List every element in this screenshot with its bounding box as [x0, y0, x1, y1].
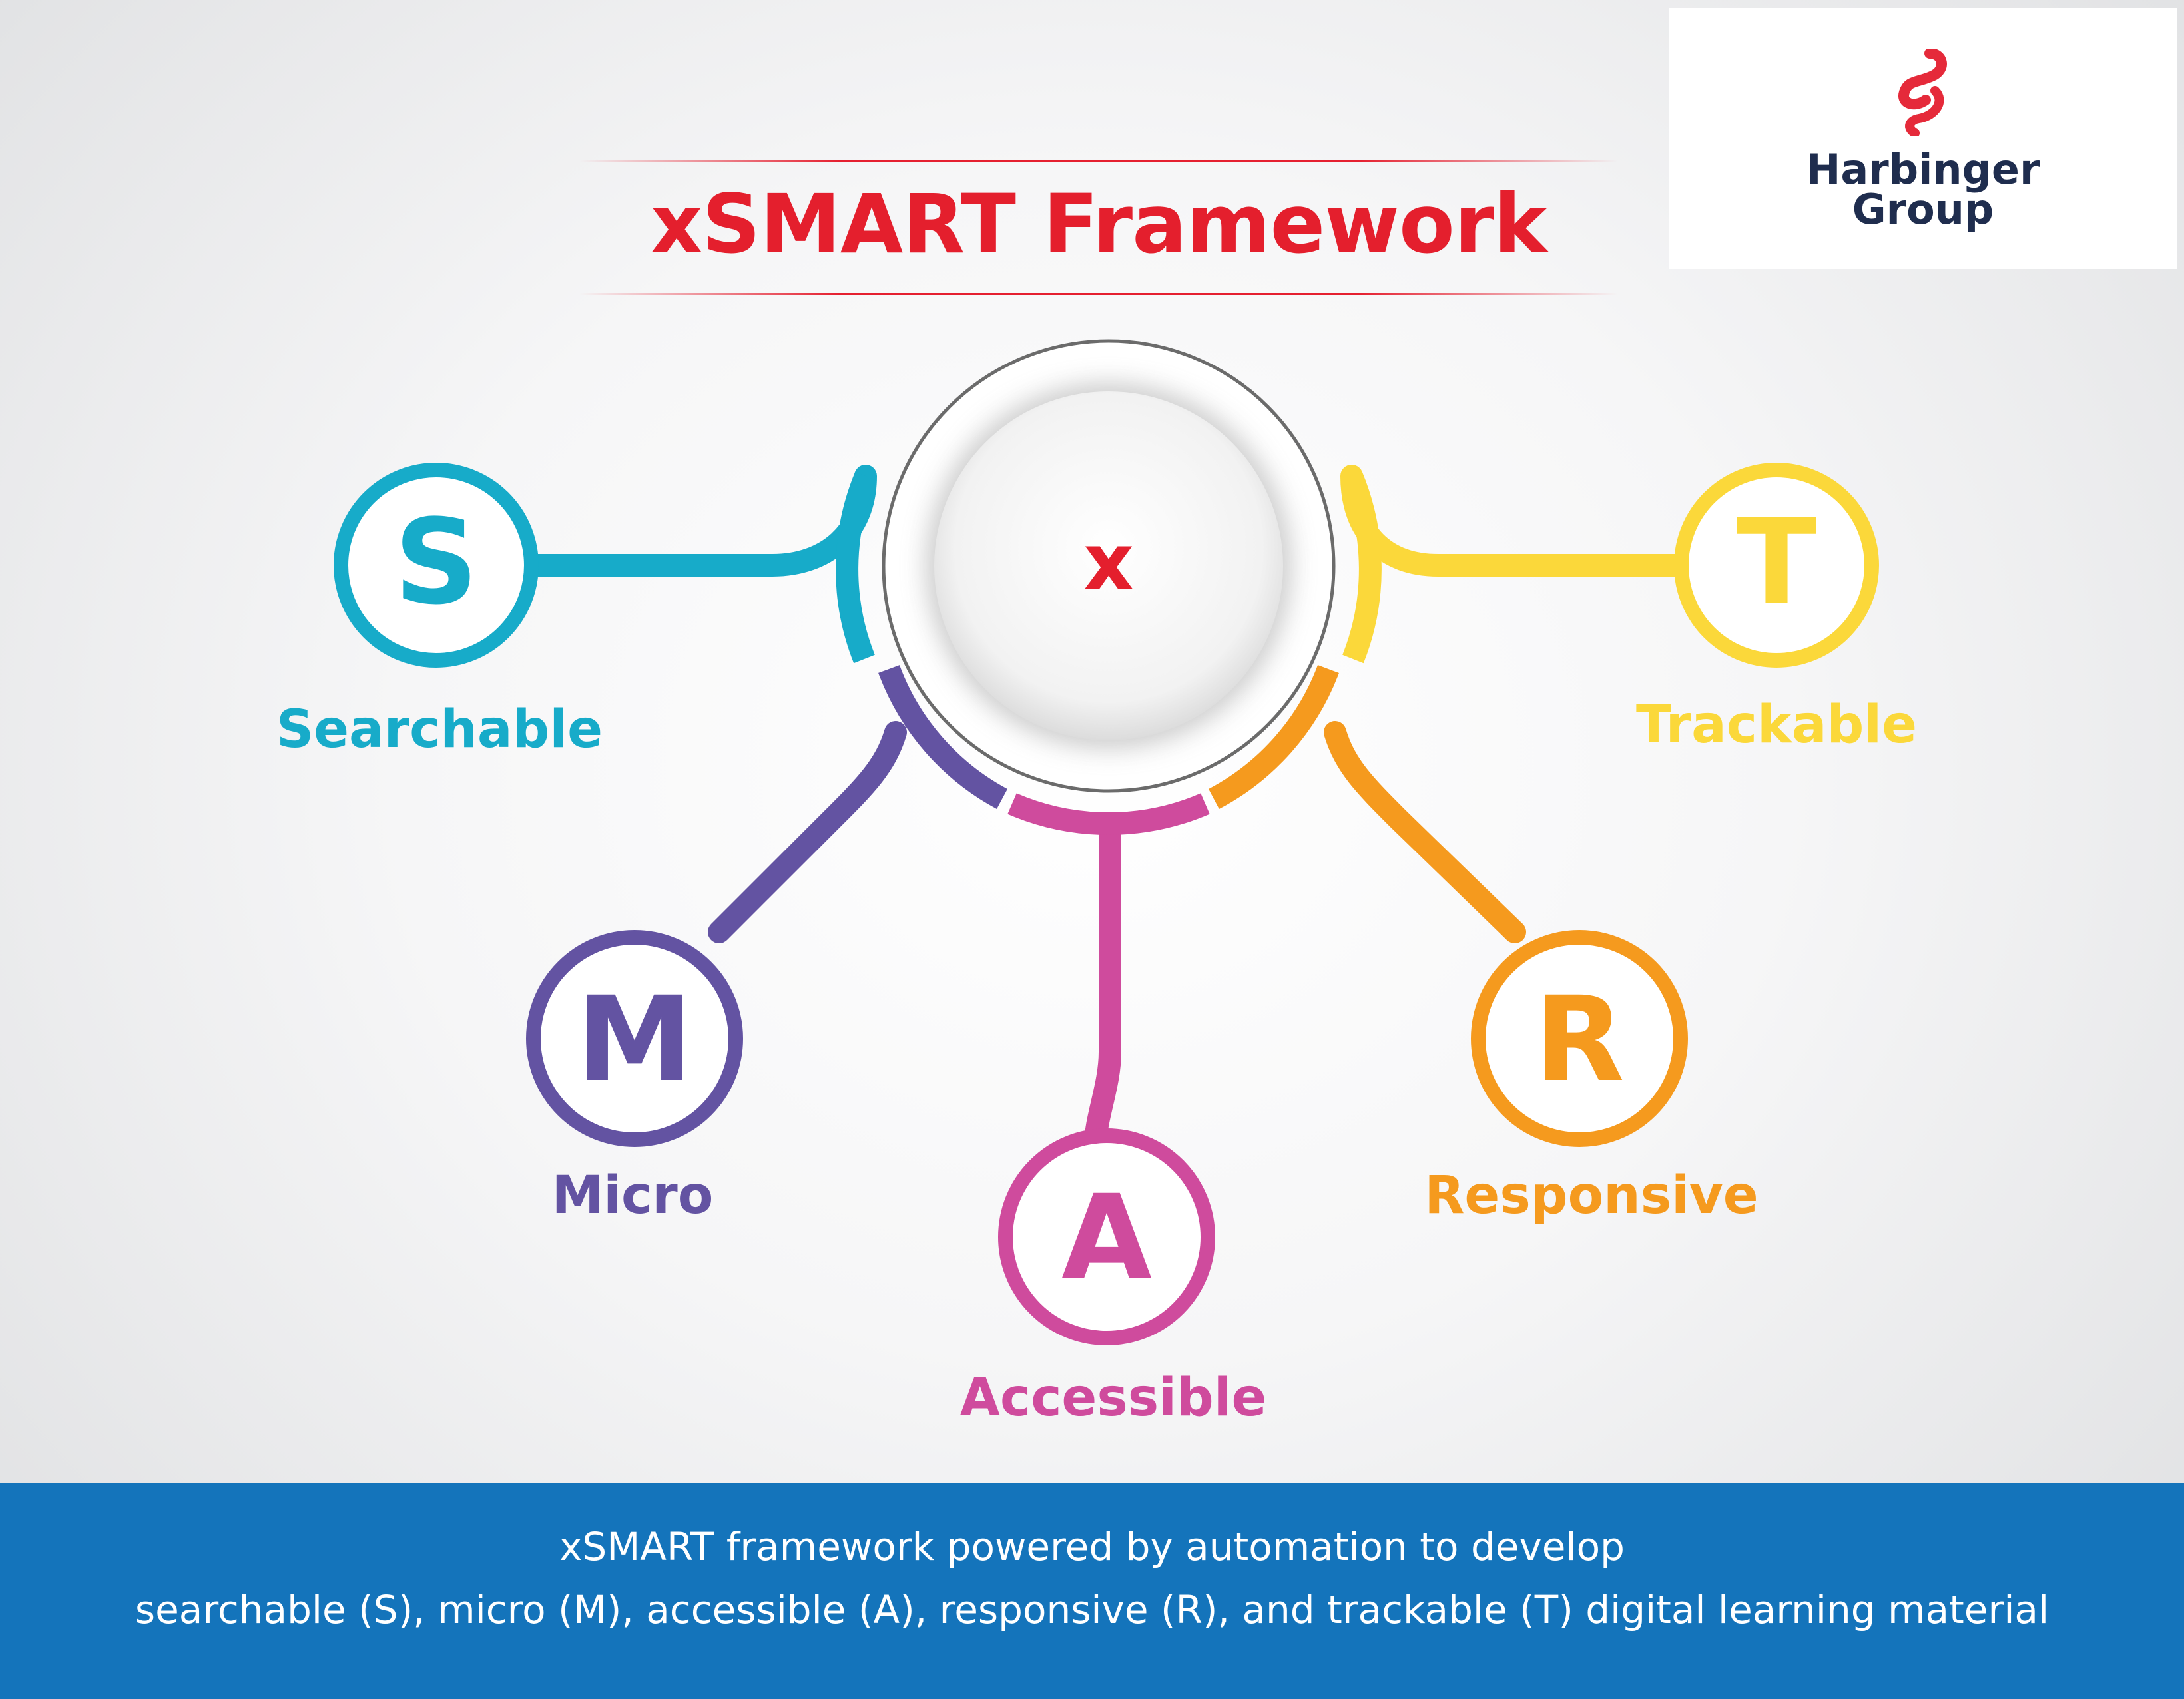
node-micro: M Micro: [526, 930, 743, 1226]
micro-connector: [708, 721, 907, 943]
accessible-connector: [1084, 821, 1121, 1156]
accessible-letter: A: [1061, 1170, 1152, 1306]
node-searchable: S Searchable: [276, 463, 603, 760]
title-rule-top: [579, 160, 1618, 162]
accessible-arc: [1007, 793, 1210, 835]
micro-arc: [878, 664, 1008, 809]
logo-line2: Group: [1852, 185, 1994, 234]
responsive-connector: [1324, 721, 1526, 943]
logo-line1: Harbinger: [1806, 145, 2040, 194]
logo: Harbinger Group: [1669, 8, 2177, 269]
node-responsive: R Responsive: [1424, 930, 1759, 1226]
title-rule-bottom: [579, 293, 1618, 295]
footer-banner: xSMART framework powered by automation t…: [0, 1483, 2184, 1699]
responsive-letter: R: [1534, 971, 1625, 1108]
node-accessible: A Accessible: [960, 1128, 1267, 1428]
trackable-letter: T: [1737, 494, 1816, 630]
harbinger-logo-icon: [1898, 49, 1947, 136]
trackable-label: Trackable: [1636, 695, 1917, 755]
trackable-arc: [1341, 471, 1382, 664]
responsive-arc: [1209, 664, 1339, 810]
searchable-label: Searchable: [276, 700, 603, 760]
searchable-letter: S: [394, 494, 479, 630]
footer-line2: searchable (S), micro (M), accessible (A…: [135, 1587, 2049, 1632]
responsive-label: Responsive: [1424, 1166, 1758, 1226]
footer-line1: xSMART framework powered by automation t…: [559, 1524, 1625, 1569]
center-label: x: [1083, 516, 1134, 608]
searchable-arc: [836, 471, 876, 664]
accessible-label: Accessible: [960, 1368, 1267, 1428]
node-trackable: T Trackable: [1636, 463, 1917, 755]
searchable-connector: [518, 465, 877, 577]
center-node: x: [882, 339, 1336, 793]
page-title: xSMART Framework: [650, 177, 1547, 272]
trackable-connector: [1340, 465, 1696, 577]
micro-letter: M: [576, 971, 692, 1108]
micro-label: Micro: [552, 1166, 714, 1226]
